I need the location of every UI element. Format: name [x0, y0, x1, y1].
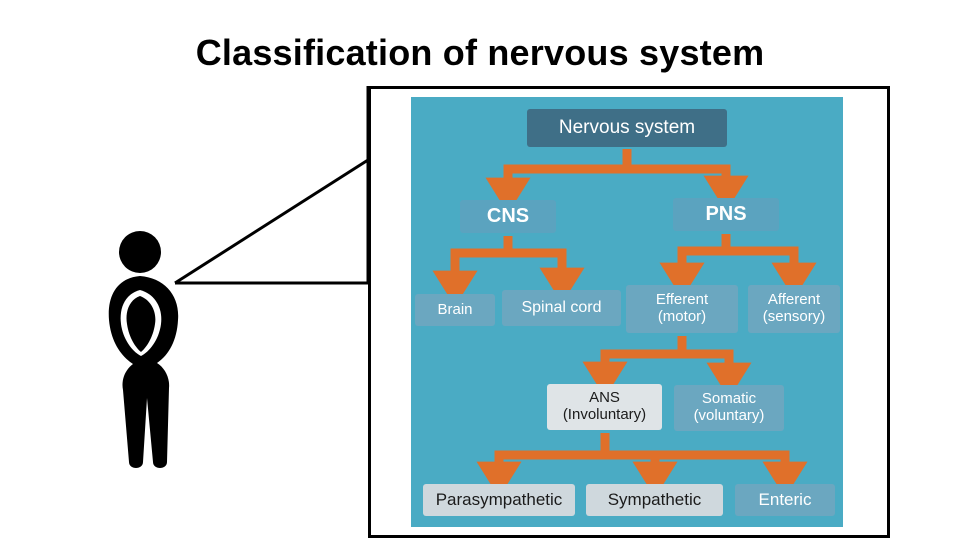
node-nervous-system: Nervous system	[527, 109, 727, 147]
node-afferent-sensory: Afferent (sensory)	[748, 285, 840, 333]
nervous-system-diagram: Nervous system CNS PNS Brain Spinal cord…	[411, 97, 843, 527]
node-cns: CNS	[460, 200, 556, 233]
human-figure	[95, 230, 205, 480]
diagram-arrows	[432, 149, 817, 498]
page-title: Classification of nervous system	[195, 32, 765, 73]
node-spinal-cord: Spinal cord	[502, 290, 621, 326]
node-sympathetic: Sympathetic	[586, 484, 723, 516]
node-ans-involuntary: ANS (Involuntary)	[547, 384, 662, 430]
node-pns: PNS	[673, 198, 779, 231]
node-enteric: Enteric	[735, 484, 835, 516]
node-efferent-motor: Efferent (motor)	[626, 285, 738, 333]
node-parasympathetic: Parasympathetic	[423, 484, 575, 516]
node-somatic-voluntary: Somatic (voluntary)	[674, 385, 784, 431]
node-brain: Brain	[415, 294, 495, 326]
